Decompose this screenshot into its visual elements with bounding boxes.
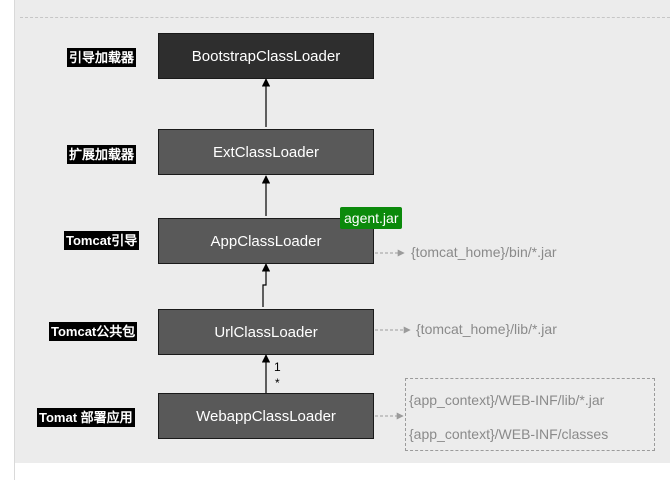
- top-divider: [20, 17, 670, 18]
- multiplicity-many: *: [275, 376, 280, 390]
- app-classloader-label: AppClassLoader: [210, 232, 322, 250]
- url-classloader-box: UrlClassLoader: [158, 309, 374, 355]
- app-classloader-box: AppClassLoader: [158, 218, 374, 264]
- webapp-paths-group: {app_context}/WEB-INF/lib/*.jar {app_con…: [405, 378, 655, 451]
- multiplicity-one: 1: [274, 360, 281, 374]
- ext-classloader-box: ExtClassLoader: [158, 129, 374, 175]
- bootstrap-classloader-label: BootstrapClassLoader: [191, 47, 341, 65]
- ext-classloader-label: ExtClassLoader: [213, 143, 319, 161]
- tomcat-bin-path: {tomcat_home}/bin/*.jar: [411, 244, 557, 260]
- left-border: [14, 0, 15, 480]
- webapp-classloader-box: WebappClassLoader: [158, 393, 374, 439]
- agent-jar-badge: agent.jar: [340, 207, 403, 229]
- url-classloader-label: UrlClassLoader: [214, 323, 318, 341]
- bootstrap-classloader-box: BootstrapClassLoader: [158, 33, 374, 79]
- tag-ext-loader: 扩展加载器: [67, 145, 137, 164]
- tag-bootstrap-loader: 引导加载器: [67, 48, 137, 67]
- webinf-lib-path: {app_context}/WEB-INF/lib/*.jar: [409, 392, 605, 408]
- tag-tomcat-bootstrap: Tomcat引导: [64, 231, 140, 250]
- webinf-classes-path: {app_context}/WEB-INF/classes: [409, 426, 609, 442]
- webapp-classloader-label: WebappClassLoader: [196, 407, 336, 425]
- tomcat-lib-path: {tomcat_home}/lib/*.jar: [416, 321, 557, 337]
- edge-url-to-app: [261, 263, 271, 307]
- tag-tomcat-webapp: Tomat 部署应用: [37, 408, 135, 427]
- tag-tomcat-common: Tomcat公共包: [49, 322, 138, 341]
